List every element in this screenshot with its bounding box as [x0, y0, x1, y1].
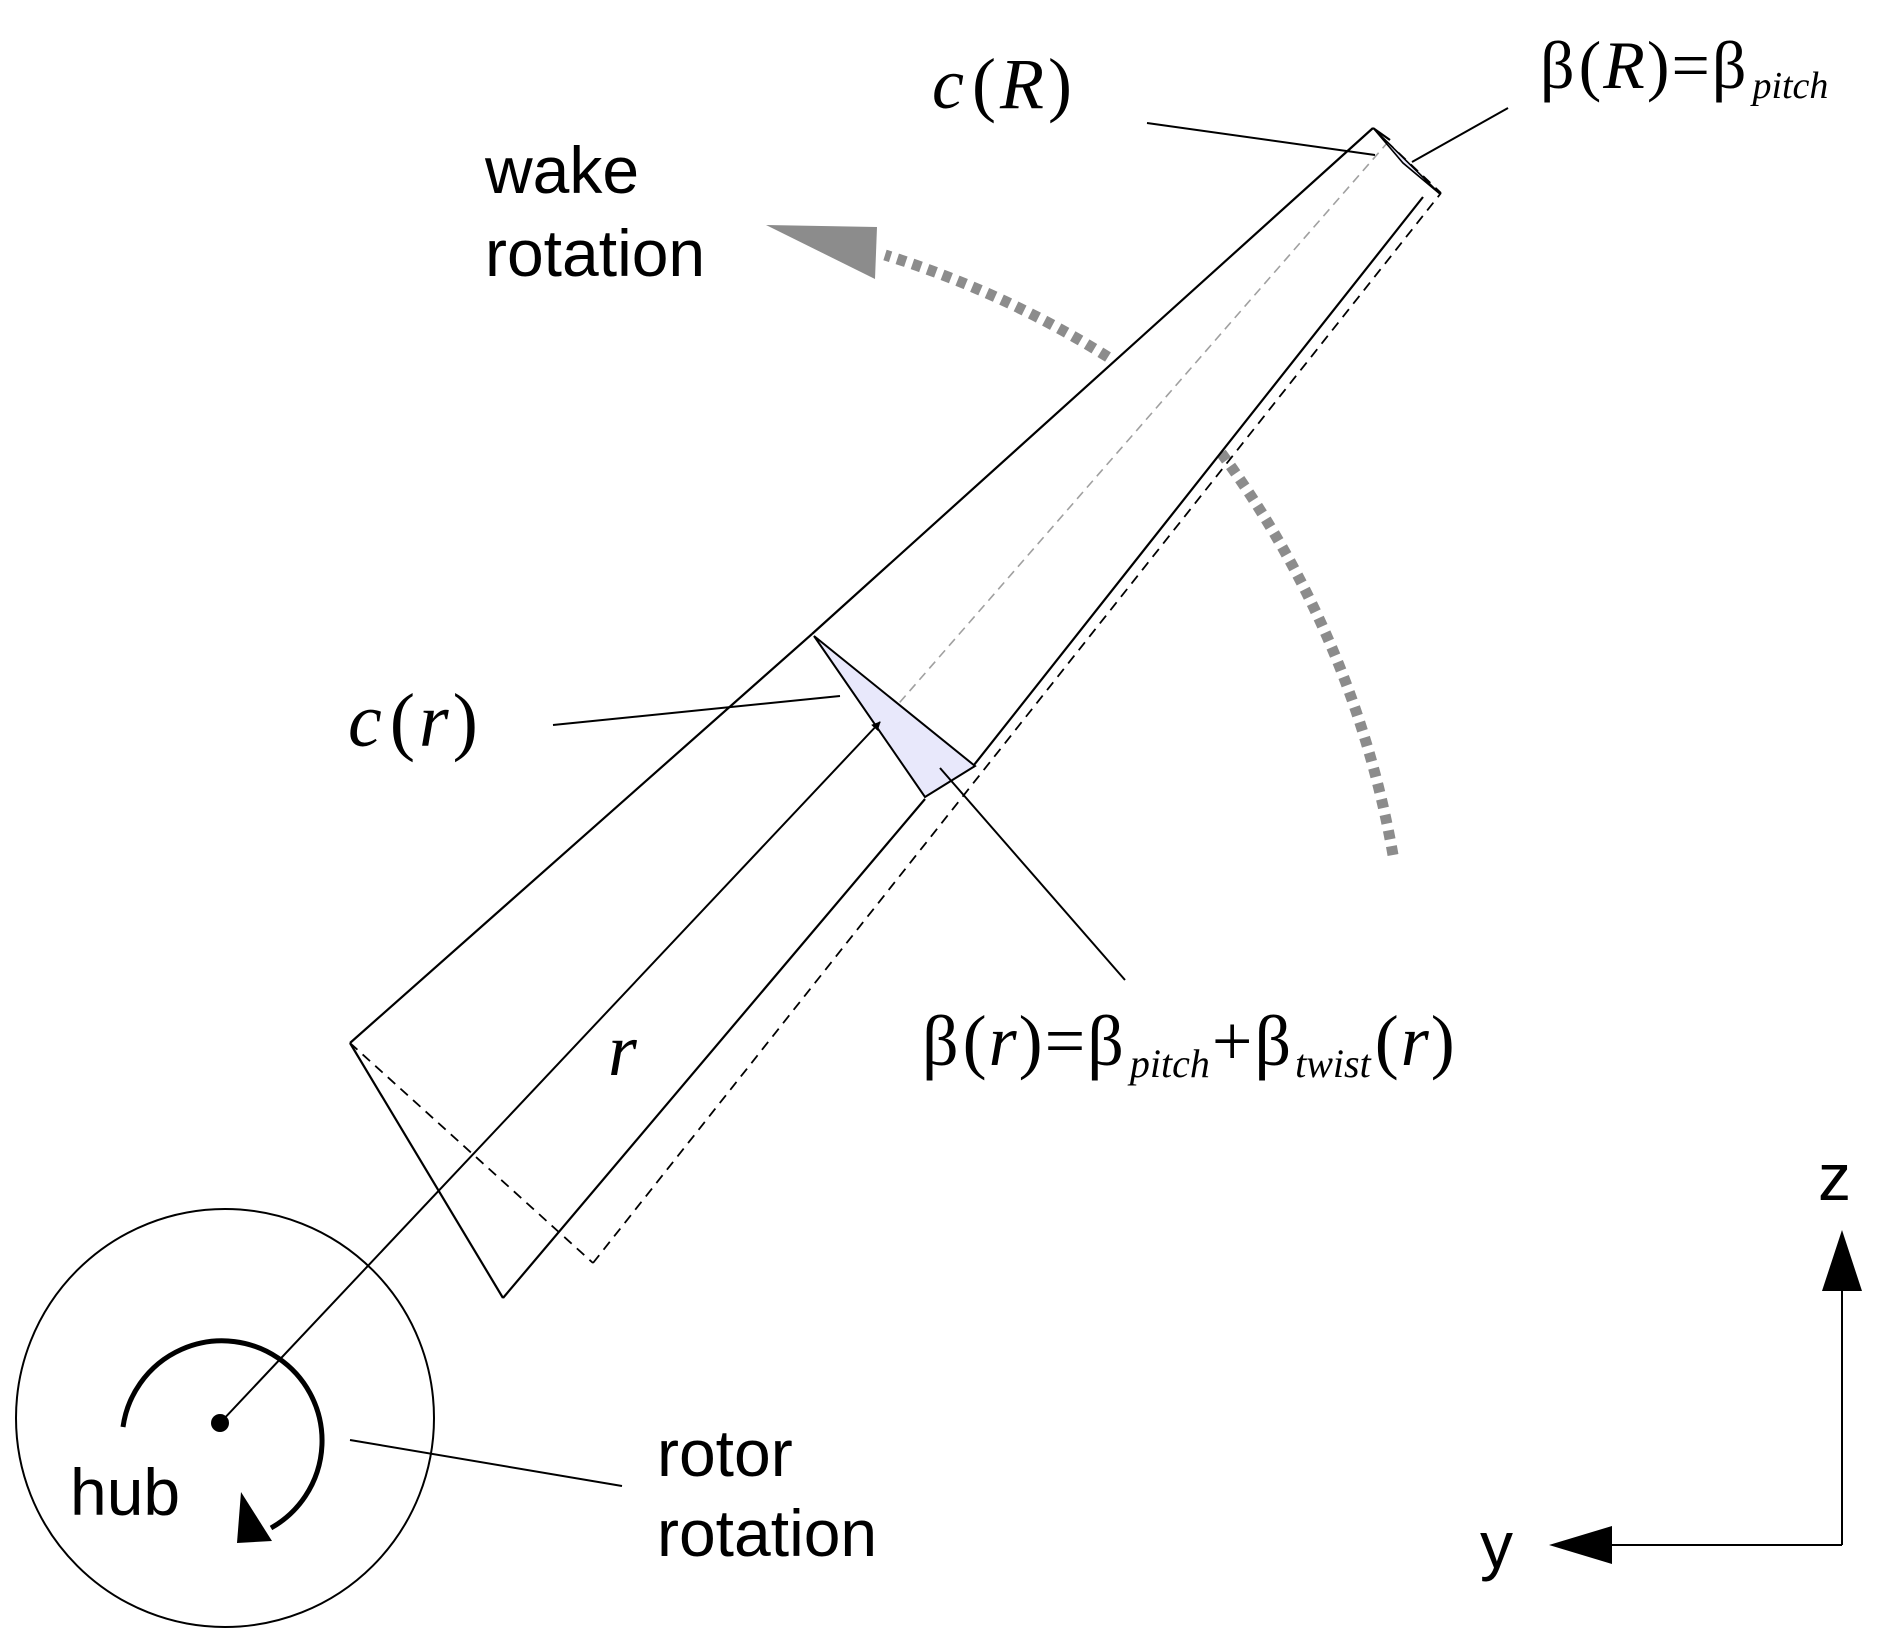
- radius-arrow: [219, 721, 881, 1424]
- z-axis-arrow-head: [1822, 1230, 1862, 1291]
- rotor-rotation-label-line2: rotation: [657, 1496, 877, 1570]
- wake-rotation-label-line2: rotation: [485, 216, 705, 290]
- blade-section-tip: [1373, 128, 1441, 195]
- coordinate-axes: [1549, 1230, 1862, 1564]
- y-axis-arrow-head: [1549, 1526, 1612, 1564]
- hub-center-dot: [211, 1414, 229, 1432]
- blade-section-local: [813, 635, 977, 799]
- hub-circle: [15, 1208, 435, 1628]
- rotor-rotation-label-line1: rotor: [657, 1416, 793, 1490]
- wake-rotation-arc: [883, 249, 1399, 856]
- wake-rotation-label-line1: wake: [484, 133, 639, 207]
- chord-tip-formula: c(R): [932, 44, 1072, 124]
- y-axis-label: y: [1480, 1508, 1513, 1582]
- radius-label: r: [608, 1010, 638, 1092]
- chord-local-formula: c(r): [348, 679, 478, 763]
- rotor-rotation-arrow-head: [237, 1492, 272, 1543]
- hub-label: hub: [70, 1455, 180, 1529]
- leader-lines: [349, 107, 1509, 1487]
- pitch-axis-line: [879, 141, 1389, 726]
- z-axis-label: z: [1818, 1140, 1851, 1214]
- wake-rotation-arrow-head: [766, 225, 877, 279]
- rotor-rotation-arrow: [120, 1338, 325, 1531]
